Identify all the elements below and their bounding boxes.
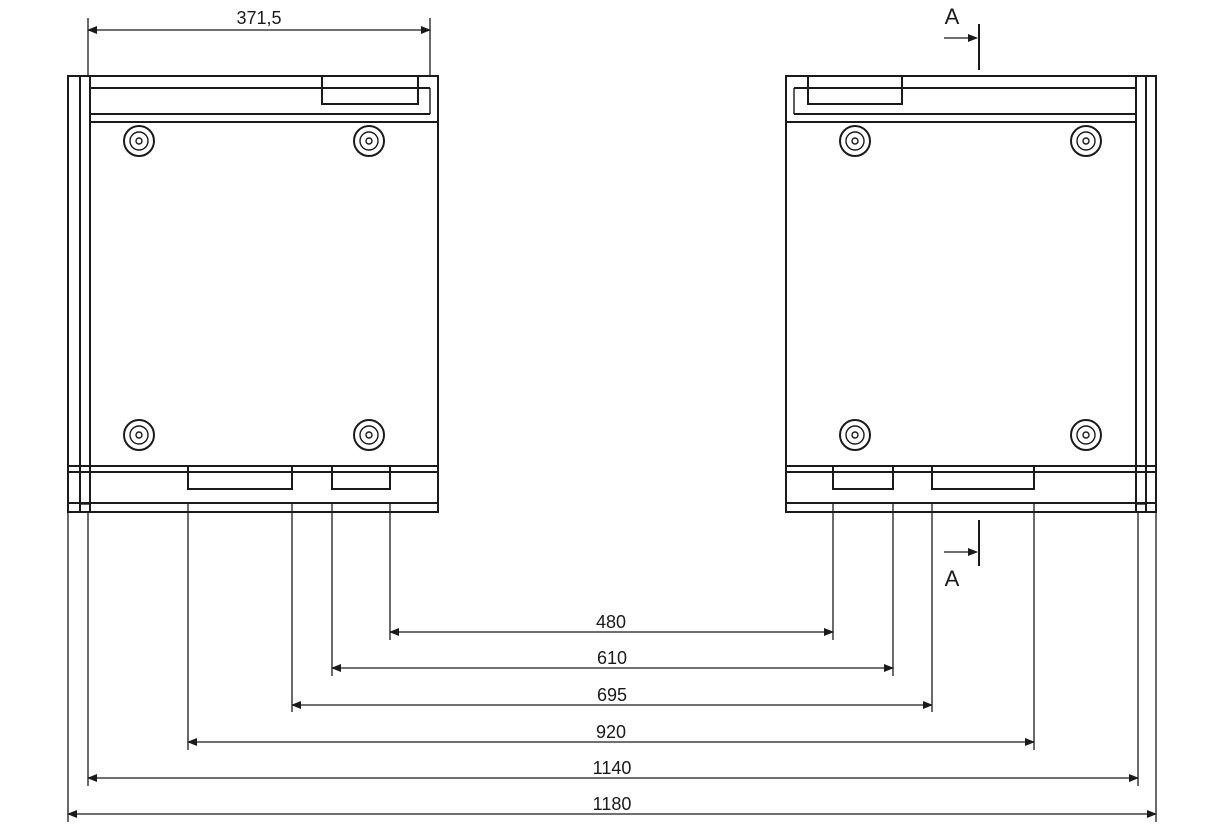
left-bottom-tab-outer (187, 465, 293, 490)
dimension-610: 610 (331, 648, 894, 672)
right-unit (785, 75, 1157, 513)
dimension-label-610: 610 (597, 648, 627, 668)
right-bolt-bottom-left (839, 419, 871, 451)
dimension-top-width: 371,5 (87, 8, 431, 76)
dimension-label-top-width: 371,5 (236, 8, 281, 28)
right-bottom-tab-outer (931, 465, 1035, 490)
dimension-label-920: 920 (596, 722, 626, 742)
section-marker-top: A (944, 4, 980, 70)
extension-lines (67, 503, 1157, 822)
right-top-tab (807, 75, 903, 105)
dimension-label-480: 480 (596, 612, 626, 632)
right-bolt-bottom-right (1070, 419, 1102, 451)
left-bottom-tab-inner (331, 465, 391, 490)
dimension-1180: 1180 (67, 794, 1157, 818)
right-bolt-top-left (839, 125, 871, 157)
left-top-tab (321, 75, 419, 105)
left-bolt-bottom-left (123, 419, 155, 451)
left-bolt-bottom-right (353, 419, 385, 451)
right-bolt-top-right (1070, 125, 1102, 157)
section-marker-bottom: A (944, 520, 980, 591)
left-unit-body (67, 75, 439, 513)
section-label-top: A (945, 4, 960, 29)
left-unit (67, 75, 439, 513)
dimension-label-1180: 1180 (593, 794, 632, 814)
section-label-bottom: A (945, 566, 960, 591)
left-bolt-top-right (353, 125, 385, 157)
dimension-695: 695 (291, 685, 933, 709)
right-unit-body (785, 75, 1157, 513)
dimension-480: 480 (389, 612, 834, 636)
dimension-label-1140: 1140 (593, 758, 632, 778)
right-bottom-tab-inner (832, 465, 894, 490)
dimension-1140: 1140 (87, 758, 1139, 782)
dimension-920: 920 (187, 722, 1035, 746)
dimension-label-695: 695 (597, 685, 627, 705)
left-bolt-top-left (123, 125, 155, 157)
